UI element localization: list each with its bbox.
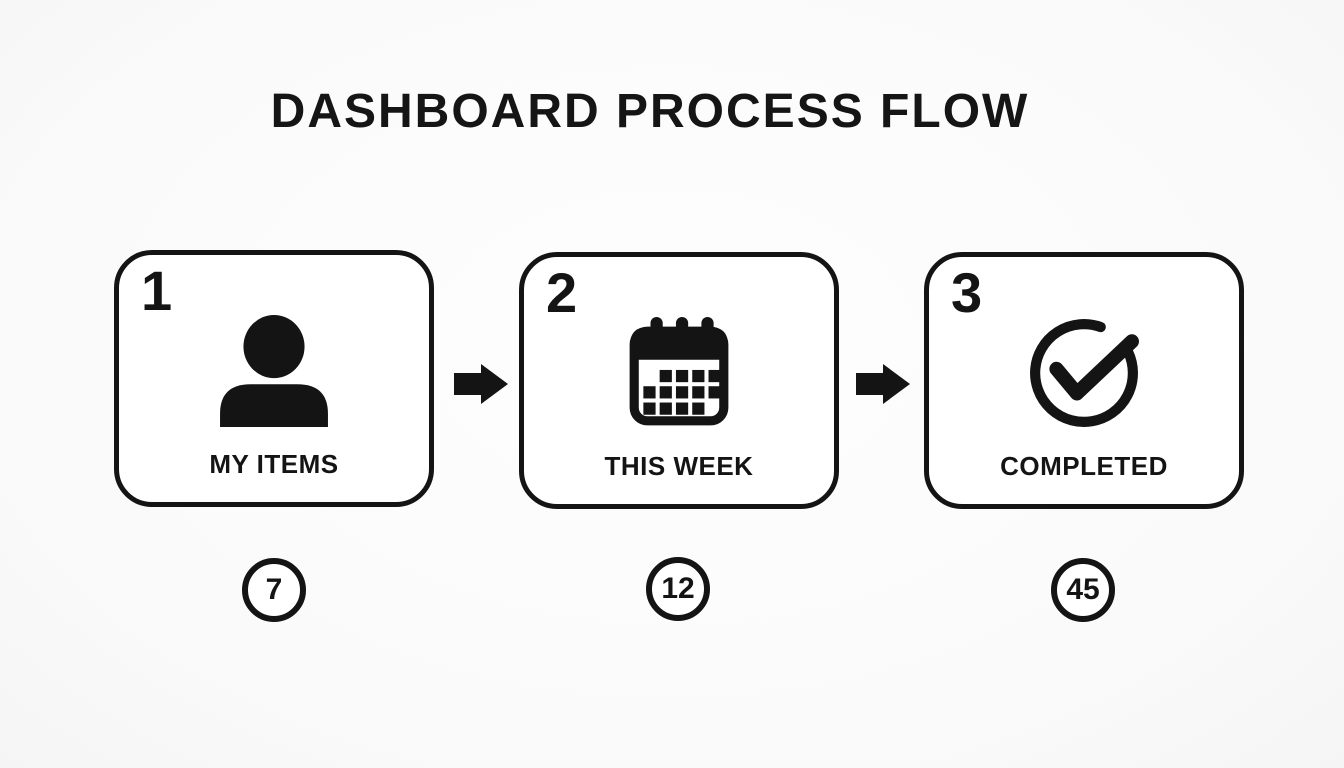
count-badge: 7 [242, 558, 306, 622]
badge-value: 7 [265, 573, 283, 606]
step-number: 2 [546, 261, 578, 324]
arrow-right-icon [454, 364, 508, 404]
step-number: 3 [951, 261, 983, 324]
flow-step-my-items: 1 MY ITEMS [114, 250, 434, 507]
step-label: MY ITEMS [209, 449, 339, 479]
flow-step-this-week: 2 THIS WEE [519, 252, 839, 509]
arrow-right-icon [856, 364, 910, 404]
flow-step-completed: 3 COMPLETED [924, 252, 1244, 509]
step-label: THIS WEEK [604, 451, 754, 481]
step-number: 1 [141, 259, 173, 322]
badge-value: 12 [661, 572, 695, 605]
count-badge: 12 [646, 557, 710, 621]
calendar-icon [623, 317, 735, 429]
count-badge: 45 [1051, 558, 1115, 622]
check-circle-icon [1028, 317, 1140, 429]
step-label: COMPLETED [1000, 451, 1168, 481]
person-icon [218, 315, 330, 427]
page-title: DASHBOARD PROCESS FLOW [270, 85, 1030, 138]
badge-value: 45 [1066, 573, 1100, 606]
